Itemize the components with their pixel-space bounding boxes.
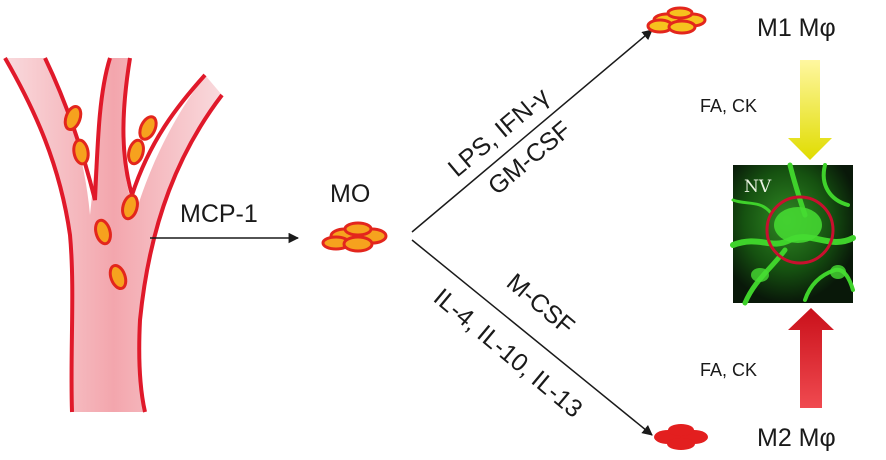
m1-label: M1 Mφ <box>757 14 836 42</box>
m2-label: M2 Mφ <box>757 424 836 452</box>
vessel-cell <box>72 138 90 166</box>
fa-ck-top-label: FA, CK <box>700 96 757 116</box>
vessel-cell <box>94 218 112 246</box>
m1-macrophage-cluster <box>646 6 707 35</box>
vessel-cell <box>108 263 128 291</box>
blood-vessel <box>3 57 224 413</box>
mo-label: MO <box>330 180 370 208</box>
nv-label: NV <box>744 177 772 197</box>
vessel-cell <box>121 193 139 221</box>
monocyte-cluster <box>321 221 388 253</box>
vessel-cell <box>63 104 83 132</box>
m2-stimuli-line2: IL-4, IL-10, IL-13 <box>428 283 588 423</box>
fa-ck-bottom-label: FA, CK <box>700 360 757 380</box>
vessel-cell <box>138 115 158 141</box>
mcp1-label: MCP-1 <box>180 200 258 228</box>
vessel-cell <box>127 138 145 166</box>
nv-highlight-circle <box>765 195 835 265</box>
m2-to-nv-arrow <box>788 308 834 408</box>
m1-differentiation-arrow <box>411 29 653 233</box>
m2-macrophage-cluster <box>654 424 708 450</box>
nv-micrograph: NV <box>730 162 856 306</box>
m2-stimuli-line1: M-CSF <box>501 268 580 340</box>
m1-to-nv-arrow <box>788 60 832 160</box>
m2-differentiation-arrow <box>411 239 653 436</box>
vessel-cells <box>63 104 158 291</box>
